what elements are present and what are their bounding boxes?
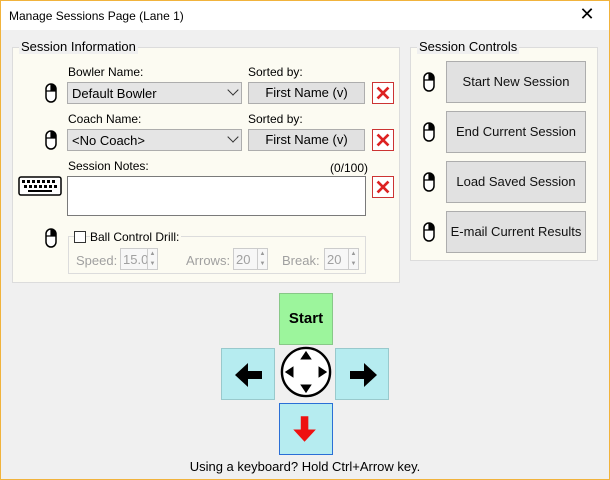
coach-sorted-label: Sorted by: (248, 112, 303, 126)
end-current-session-button[interactable]: End Current Session (446, 111, 586, 153)
close-icon[interactable]: ✕ (579, 4, 595, 24)
session-notes-label: Session Notes: (68, 159, 149, 173)
clear-notes-button[interactable] (372, 176, 394, 198)
ball-control-drill-checkbox[interactable] (74, 231, 86, 243)
arrow-down-icon (293, 416, 316, 442)
left-arrow-button[interactable] (221, 348, 275, 400)
coach-name-value: <No Coach> (72, 133, 145, 148)
mouse-icon (423, 72, 435, 92)
dpad-icon (280, 346, 332, 398)
keyboard-icon (18, 176, 62, 196)
spinner-arrows-icon: ▲▼ (147, 249, 157, 269)
arrow-right-icon (350, 363, 377, 387)
spinner-arrows-icon: ▲▼ (348, 249, 358, 269)
spinner-arrows-icon: ▲▼ (257, 249, 267, 269)
speed-value: 15.0 (123, 252, 149, 267)
mouse-icon (423, 172, 435, 192)
mouse-icon (45, 228, 57, 248)
session-notes-count: (0/100) (330, 161, 369, 175)
mouse-icon (45, 83, 57, 103)
break-spinner[interactable]: 20 ▲▼ (324, 248, 359, 270)
bowler-sort-button[interactable]: First Name (v) (248, 82, 365, 104)
session-controls-title: Session Controls (417, 39, 520, 54)
arrows-label: Arrows: (186, 253, 231, 268)
arrow-left-icon (235, 363, 262, 387)
bowler-name-label: Bowler Name: (68, 65, 144, 79)
start-new-session-button[interactable]: Start New Session (446, 61, 586, 103)
right-arrow-button[interactable] (335, 348, 389, 400)
clear-bowler-button[interactable] (372, 82, 394, 104)
bowler-name-combobox[interactable]: Default Bowler (67, 82, 242, 104)
coach-sort-button[interactable]: First Name (v) (248, 129, 365, 151)
ball-control-drill-label: Ball Control Drill: (90, 230, 182, 244)
start-button[interactable]: Start (279, 293, 333, 345)
coach-name-combobox[interactable]: <No Coach> (67, 129, 242, 151)
chevron-down-icon (227, 84, 239, 96)
break-label: Break: (282, 253, 320, 268)
mouse-icon (45, 130, 57, 150)
bowler-name-value: Default Bowler (72, 86, 157, 101)
chevron-down-icon (227, 131, 239, 143)
session-information-title: Session Information (19, 39, 138, 54)
speed-label: Speed: (76, 253, 118, 268)
session-notes-input[interactable] (67, 176, 366, 216)
mouse-icon (423, 122, 435, 142)
coach-name-label: Coach Name: (68, 112, 142, 126)
arrows-value: 20 (236, 252, 251, 267)
break-value: 20 (327, 252, 342, 267)
mouse-icon (423, 222, 435, 242)
email-current-results-button[interactable]: E-mail Current Results (446, 211, 586, 253)
speed-spinner[interactable]: 15.0 ▲▼ (120, 248, 158, 270)
clear-coach-button[interactable] (372, 129, 394, 151)
keyboard-hint: Using a keyboard? Hold Ctrl+Arrow key. (189, 459, 421, 474)
window-title: Manage Sessions Page (Lane 1) (9, 9, 184, 23)
down-arrow-button[interactable] (279, 403, 333, 455)
bowler-sorted-label: Sorted by: (248, 65, 303, 79)
start-button-label: Start (288, 310, 324, 327)
load-saved-session-button[interactable]: Load Saved Session (446, 161, 586, 203)
title-bar: Manage Sessions Page (Lane 1) ✕ (0, 0, 610, 30)
arrows-spinner[interactable]: 20 ▲▼ (233, 248, 268, 270)
